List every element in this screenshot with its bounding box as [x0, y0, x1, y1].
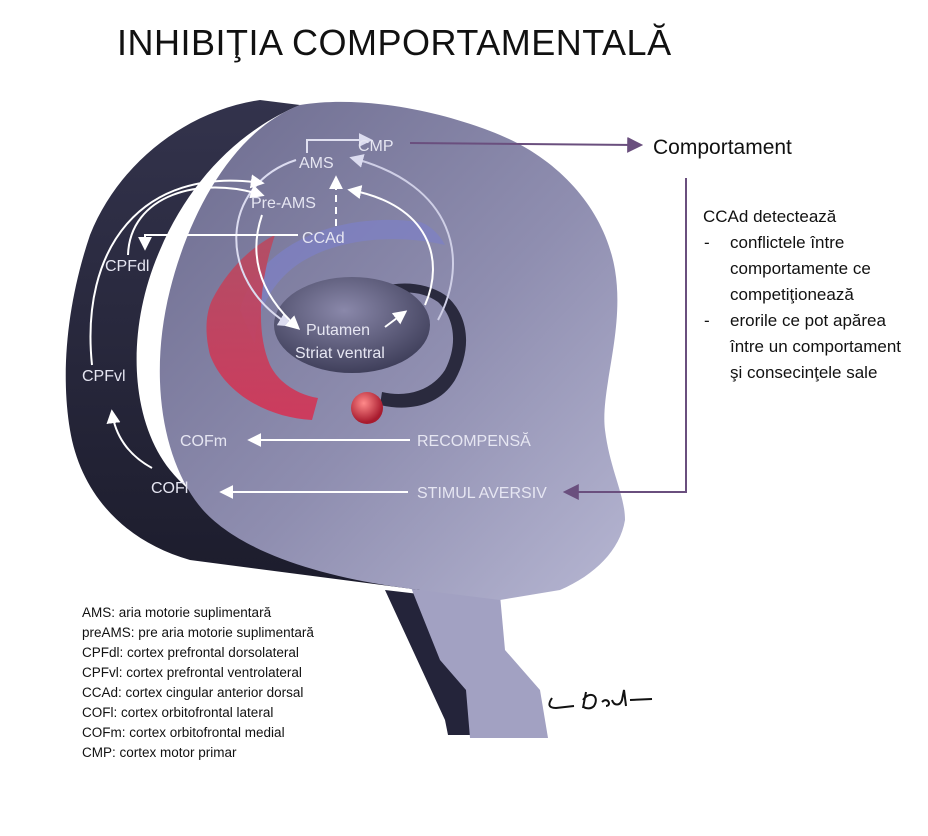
- legend-item: COFm: cortex orbitofrontal medial: [82, 725, 285, 740]
- page-title: INHIBIŢIA COMPORTAMENTALĂ: [117, 22, 672, 63]
- label-comportament: Comportament: [653, 136, 792, 159]
- arrow-cmp-comportament: [409, 136, 644, 153]
- arrow-preams-putamen: [255, 214, 301, 330]
- label-ccad: CCAd: [302, 230, 345, 247]
- label-cpfdl: CPFdl: [105, 258, 149, 275]
- panel-item-conflicts: conflictele între comportamente ce compe…: [703, 230, 903, 308]
- arrow-feedback-stimul: [562, 178, 687, 500]
- label-striat-ventral: Striat ventral: [295, 345, 385, 362]
- label-cofl: COFl: [151, 480, 188, 497]
- label-ams: AMS: [299, 155, 334, 172]
- putamen-shape: [274, 277, 430, 373]
- arrow-putamen-ccad: [347, 185, 434, 306]
- label-cofm: COFm: [180, 433, 227, 450]
- amygdala-ball: [351, 392, 383, 424]
- legend-item: COFl: cortex orbitofrontal lateral: [82, 705, 274, 720]
- signature: [548, 689, 653, 710]
- arrow-ccad-cpfdl: [138, 234, 298, 251]
- label-putamen: Putamen: [306, 322, 370, 339]
- label-pre-ams: Pre-AMS: [251, 195, 316, 212]
- abbreviation-legend: AMS: aria motorie suplimentară preAMS: p…: [82, 603, 314, 763]
- arrow-putamen-up: [384, 310, 408, 328]
- arrow-cofl-cpfvl: [106, 409, 153, 469]
- arrow-cpfdl-preams: [127, 184, 265, 256]
- panel-item-errors: erorile ce pot apărea între un comportam…: [703, 308, 903, 386]
- arrow-outer-ams: [349, 154, 454, 321]
- panel-heading: CCAd detectează: [703, 207, 837, 226]
- arrow-cpfvl-ams: [89, 174, 265, 366]
- arrow-ams-cmp: [306, 133, 373, 153]
- legend-item: CCAd: cortex cingular anterior dorsal: [82, 685, 304, 700]
- reward-arc: [206, 235, 318, 420]
- legend-item: CMP: cortex motor primar: [82, 745, 237, 760]
- brainstem: [410, 585, 548, 738]
- legend-item: AMS: aria motorie suplimentară: [82, 605, 272, 620]
- ccad-info-panel: CCAd detectează conflictele între compor…: [703, 204, 903, 386]
- panel-list: conflictele între comportamente ce compe…: [703, 230, 903, 386]
- legend-item: preAMS: pre aria motorie suplimentară: [82, 625, 314, 640]
- label-stimul-aversiv: STIMUL AVERSIV: [417, 485, 547, 502]
- label-cpfvl: CPFvl: [82, 368, 126, 385]
- cingulate-arc: [240, 219, 445, 345]
- brain-rim: [65, 100, 441, 590]
- legend-item: CPFvl: cortex prefrontal ventrolateral: [82, 665, 302, 680]
- legend-item: CPFdl: cortex prefrontal dorsolateral: [82, 645, 299, 660]
- label-cmp: CMP: [358, 138, 394, 155]
- label-recompensa: RECOMPENSĂ: [417, 431, 531, 450]
